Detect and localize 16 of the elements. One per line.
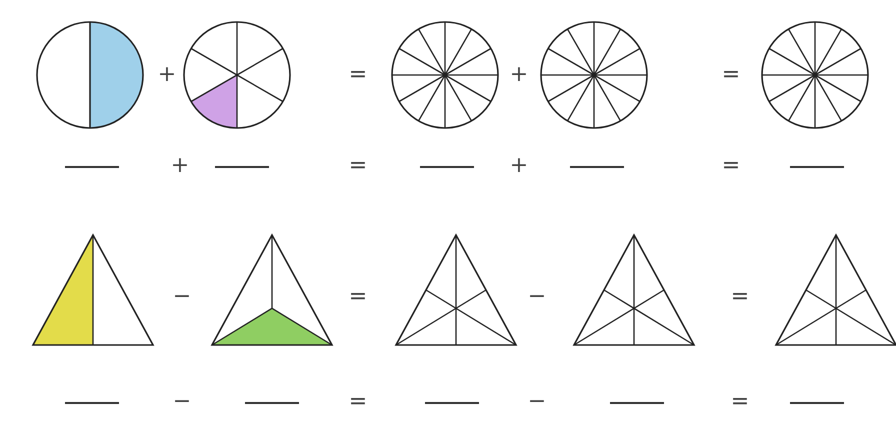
math-operator: + [510, 155, 528, 177]
math-operator: − [172, 286, 192, 308]
math-operator: + [510, 64, 528, 86]
math-operator: = [348, 286, 368, 308]
math-operator: = [730, 286, 750, 308]
math-operator: = [722, 155, 740, 177]
math-operator: = [730, 391, 750, 413]
math-operator: = [348, 64, 368, 86]
math-operator: − [172, 391, 192, 413]
math-operator: + [170, 155, 190, 177]
math-operator: + [158, 64, 176, 86]
math-operator: = [348, 391, 368, 413]
math-operator: = [722, 64, 740, 86]
math-operator: − [528, 391, 546, 413]
math-operator: − [528, 286, 546, 308]
math-operator: = [348, 155, 368, 177]
